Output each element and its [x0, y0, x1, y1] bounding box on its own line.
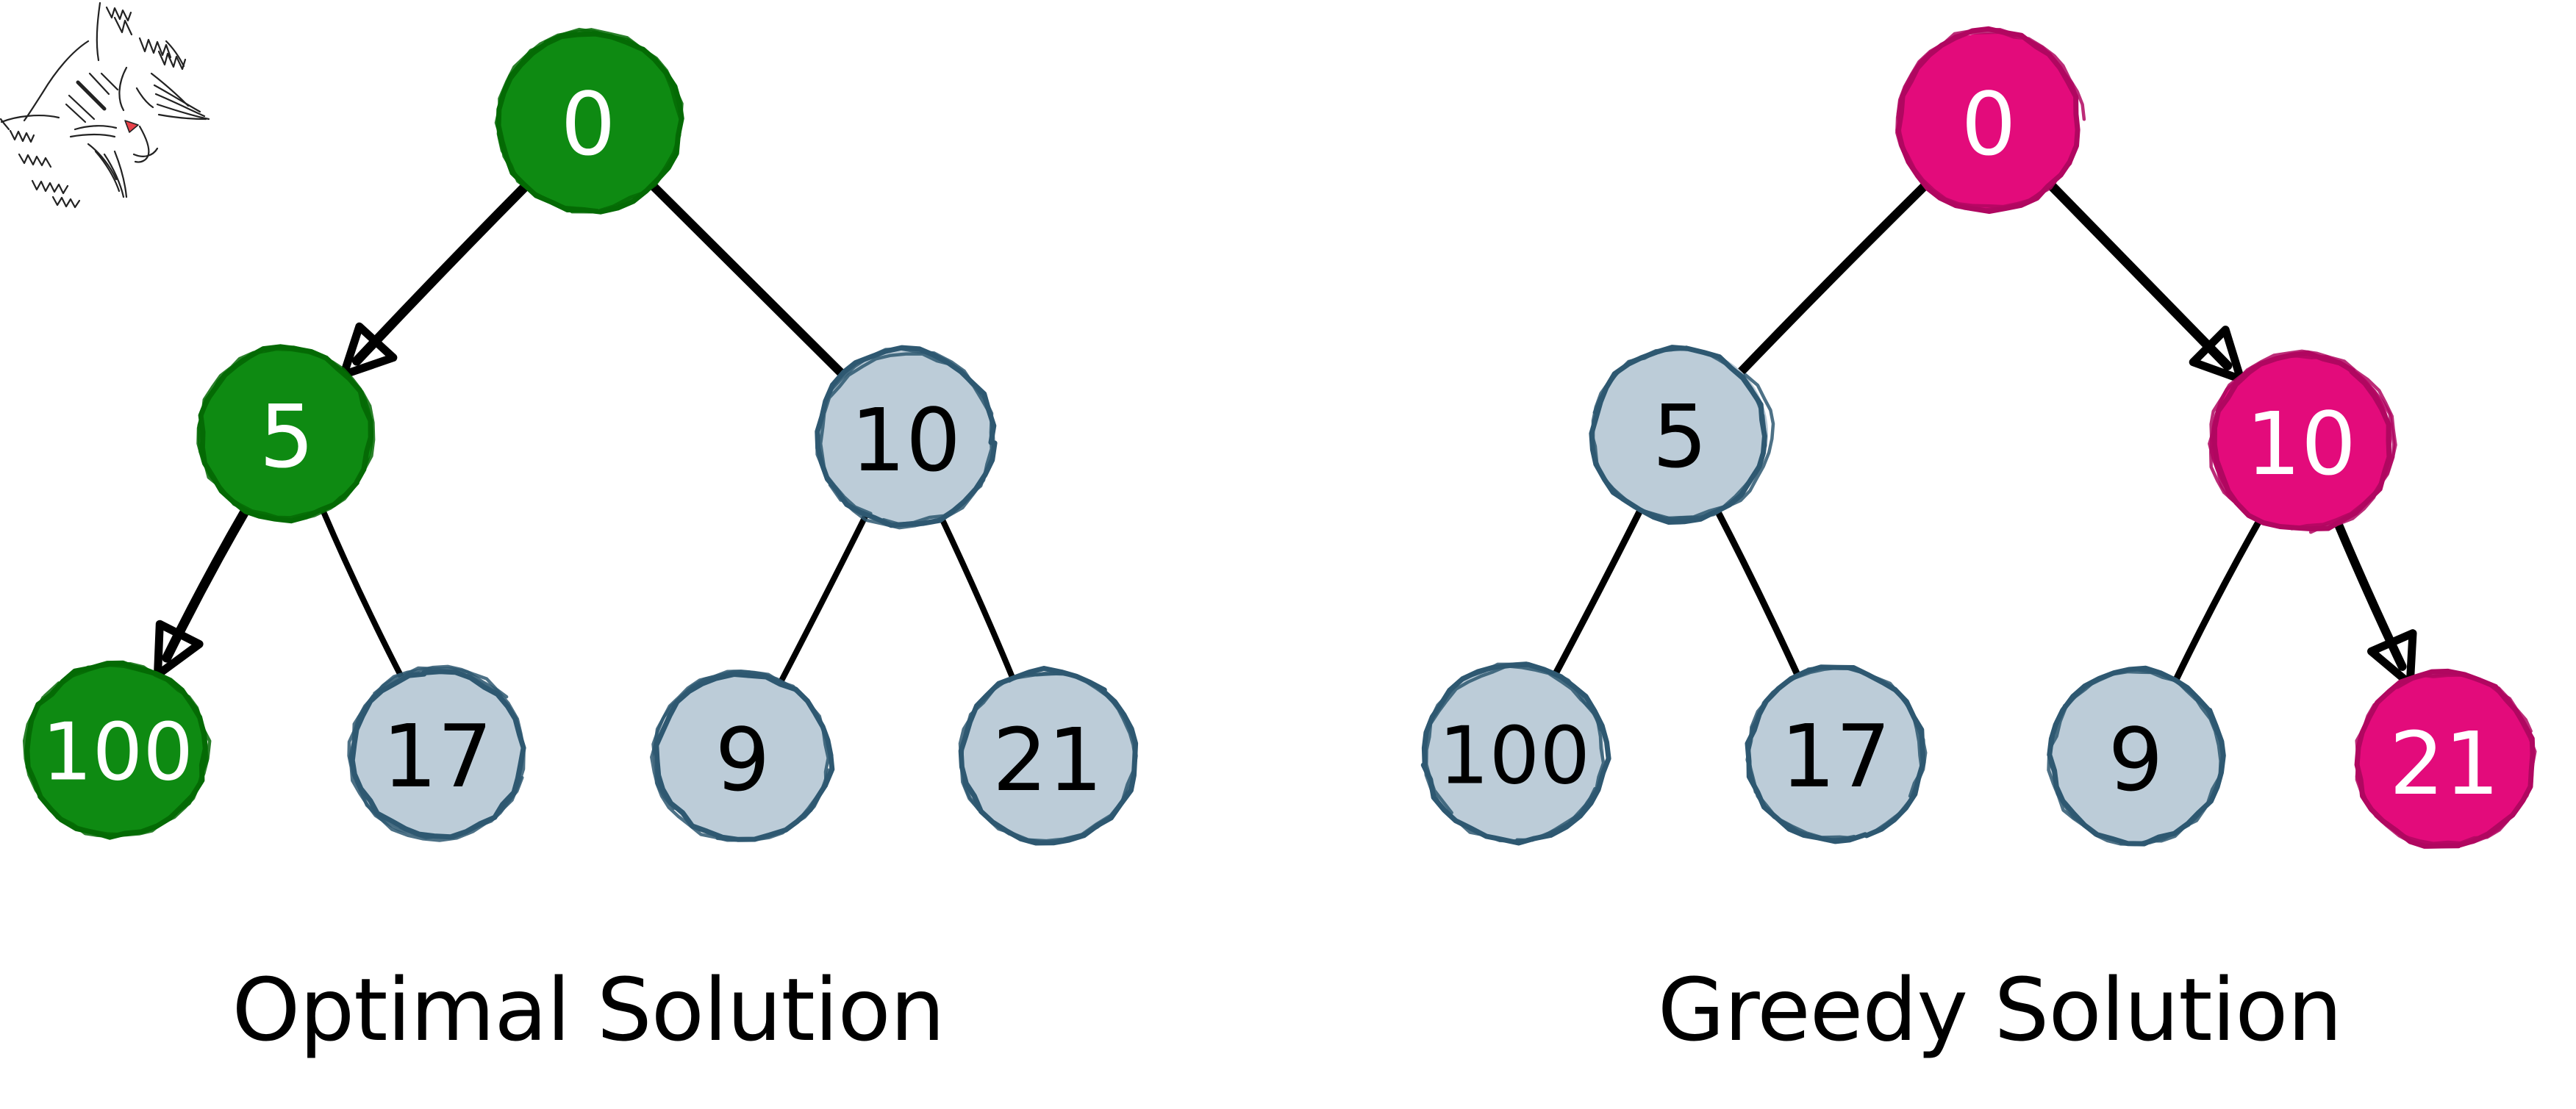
tree-node-5[interactable]: 5 [196, 344, 376, 524]
tree-edge [1551, 507, 1644, 678]
node-fill [351, 669, 524, 838]
tree-captions-layer: Optimal Solution Greedy Solution [232, 959, 2342, 1060]
tree-edge [339, 180, 532, 379]
node-fill [496, 33, 680, 209]
node-outline [958, 671, 1138, 844]
tree-caption-greedy: Greedy Solution [1658, 959, 2342, 1060]
node-outline [2047, 667, 2219, 847]
node-outline [1745, 665, 1928, 840]
edge-arrowhead-icon [339, 322, 398, 379]
tree-edge [154, 503, 252, 679]
edge-arrowhead-icon [154, 620, 204, 679]
tree-node-100[interactable]: 100 [1420, 661, 1611, 846]
tree-node-10[interactable]: 10 [815, 345, 998, 530]
node-fill [28, 663, 207, 836]
node-outline [2355, 671, 2537, 848]
node-fill [1899, 33, 2078, 209]
node-label: 100 [42, 707, 193, 799]
tree-node-9[interactable]: 9 [650, 670, 835, 842]
node-label: 17 [382, 706, 493, 807]
node-label: 9 [2108, 709, 2163, 811]
tree-edge [647, 179, 848, 380]
tree-node-17[interactable]: 17 [347, 664, 526, 842]
node-outline [1424, 664, 1606, 842]
node-outline [818, 352, 995, 526]
tree-node-0[interactable]: 0 [1895, 26, 2086, 215]
node-fill [817, 351, 994, 524]
node-outline [197, 345, 370, 520]
tree-edge [2172, 516, 2264, 685]
edge-arrowhead-icon [2189, 326, 2245, 384]
tree-edge [1714, 508, 1801, 678]
tree-edge [2045, 179, 2245, 384]
tree-node-0[interactable]: 0 [494, 27, 684, 215]
node-fill [2356, 674, 2533, 847]
node-label: 21 [992, 709, 1103, 811]
tree-edge [1736, 179, 1931, 376]
tree-edge [778, 511, 870, 684]
node-outline [494, 27, 682, 213]
node-fill [961, 672, 1134, 841]
node-fill [2049, 672, 2222, 841]
node-outline [196, 347, 376, 522]
tree-edges-layer [154, 179, 2417, 689]
node-label: 10 [2246, 393, 2356, 495]
tree-node-17[interactable]: 17 [1745, 664, 1928, 844]
tree-node-21[interactable]: 21 [958, 666, 1139, 846]
tree-edge [937, 513, 1016, 682]
node-outline [1589, 347, 1767, 520]
node-label: 100 [1439, 711, 1590, 803]
node-label: 10 [851, 390, 961, 491]
tree-node-21[interactable]: 21 [2354, 668, 2537, 849]
tree-node-5[interactable]: 5 [1589, 345, 1775, 525]
node-fill [1592, 347, 1768, 520]
node-fill [200, 349, 373, 518]
tree-node-10[interactable]: 10 [2208, 349, 2397, 534]
tree-edge [2333, 517, 2417, 689]
tree-node-9[interactable]: 9 [2047, 665, 2226, 847]
node-outline [347, 664, 524, 840]
edge-arrowhead-icon [2367, 629, 2417, 689]
node-outline [22, 663, 212, 836]
node-outline [2208, 354, 2396, 531]
node-outline [651, 670, 831, 842]
node-label: 21 [2389, 713, 2500, 814]
node-label: 17 [1781, 706, 1891, 807]
tree-nodes-layer: 0 5 10 100 17 9 21 0 5 10 100 17 9 21 [22, 26, 2537, 849]
node-label: 5 [259, 386, 314, 487]
node-label: 0 [1961, 73, 2016, 175]
node-label: 9 [715, 709, 770, 811]
tree-node-100[interactable]: 100 [22, 660, 212, 840]
node-fill [1425, 667, 1604, 840]
tree-edge [320, 507, 404, 679]
node-label: 5 [1652, 386, 1707, 487]
node-fill [2211, 353, 2391, 529]
node-label: 0 [560, 73, 615, 175]
node-fill [1747, 667, 1924, 840]
node-outline [1895, 28, 2079, 212]
node-outline [815, 347, 994, 530]
node-fill [656, 672, 829, 841]
cat-face-sketch-icon [0, 1, 210, 209]
tree-caption-optimal: Optimal Solution [232, 959, 944, 1060]
